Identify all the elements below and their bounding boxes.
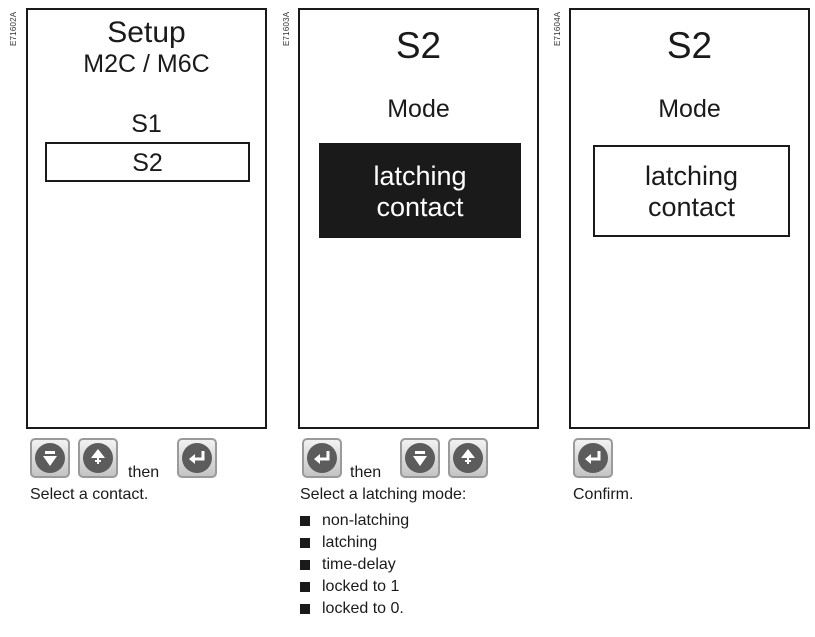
option-label: non-latching: [322, 512, 410, 529]
option-label: locked to 1: [322, 578, 400, 595]
enter-key-icon[interactable]: [177, 438, 217, 478]
mode-value-highlighted: latching contact: [319, 143, 521, 238]
bullet-icon: [300, 582, 310, 592]
list-item: locked to 0.: [300, 598, 409, 620]
list-item: locked to 1: [300, 576, 409, 598]
caption-2: Select a latching mode:: [300, 486, 467, 503]
screen-title: Setup: [107, 16, 186, 49]
caption-3: Confirm.: [573, 486, 634, 503]
then-label: then: [350, 464, 382, 481]
mode-value-line2: contact: [647, 192, 736, 222]
latching-mode-list: non-latching latching time-delay locked …: [300, 510, 409, 620]
down-arrow-key-icon[interactable]: [30, 438, 70, 478]
figure-code-3: E71604A: [553, 11, 562, 46]
list-item: non-latching: [300, 510, 409, 532]
up-arrow-key-icon[interactable]: [448, 438, 488, 478]
enter-key-icon[interactable]: [302, 438, 342, 478]
figure-code-2: E71603A: [282, 11, 291, 46]
mode-value-confirmed: latching contact: [593, 145, 790, 237]
then-label: then: [128, 464, 160, 481]
option-label: time-delay: [322, 556, 396, 573]
caption-1: Select a contact.: [30, 486, 149, 503]
menu-item-s2-label: S2: [132, 149, 163, 177]
down-arrow-key-icon[interactable]: [400, 438, 440, 478]
menu-item-s1: S1: [131, 110, 162, 138]
bullet-icon: [300, 560, 310, 570]
mode-value-line1: latching: [644, 161, 739, 191]
option-label: locked to 0.: [322, 600, 404, 617]
option-label: latching: [322, 534, 378, 551]
mode-value-line1: latching: [373, 161, 467, 191]
list-item: latching: [300, 532, 409, 554]
bullet-icon: [300, 538, 310, 548]
screen-subtitle: Mode: [387, 95, 450, 123]
screen-subtitle: M2C / M6C: [83, 50, 210, 78]
up-arrow-key-icon[interactable]: [78, 438, 118, 478]
figure-code-1: E71602A: [9, 11, 18, 46]
screen-title: S2: [395, 25, 442, 66]
list-item: time-delay: [300, 554, 409, 576]
bullet-icon: [300, 516, 310, 526]
bullet-icon: [300, 604, 310, 614]
enter-key-icon[interactable]: [573, 438, 613, 478]
screen-title: S2: [666, 25, 713, 66]
menu-item-s2-selected: S2: [45, 142, 250, 182]
display-screen-1: Setup M2C / M6C S1 S2: [26, 8, 267, 429]
display-screen-3: S2 Mode latching contact: [569, 8, 810, 429]
display-screen-2: S2 Mode latching contact: [298, 8, 539, 429]
mode-value-line2: contact: [376, 192, 464, 222]
screen-subtitle: Mode: [658, 95, 721, 123]
